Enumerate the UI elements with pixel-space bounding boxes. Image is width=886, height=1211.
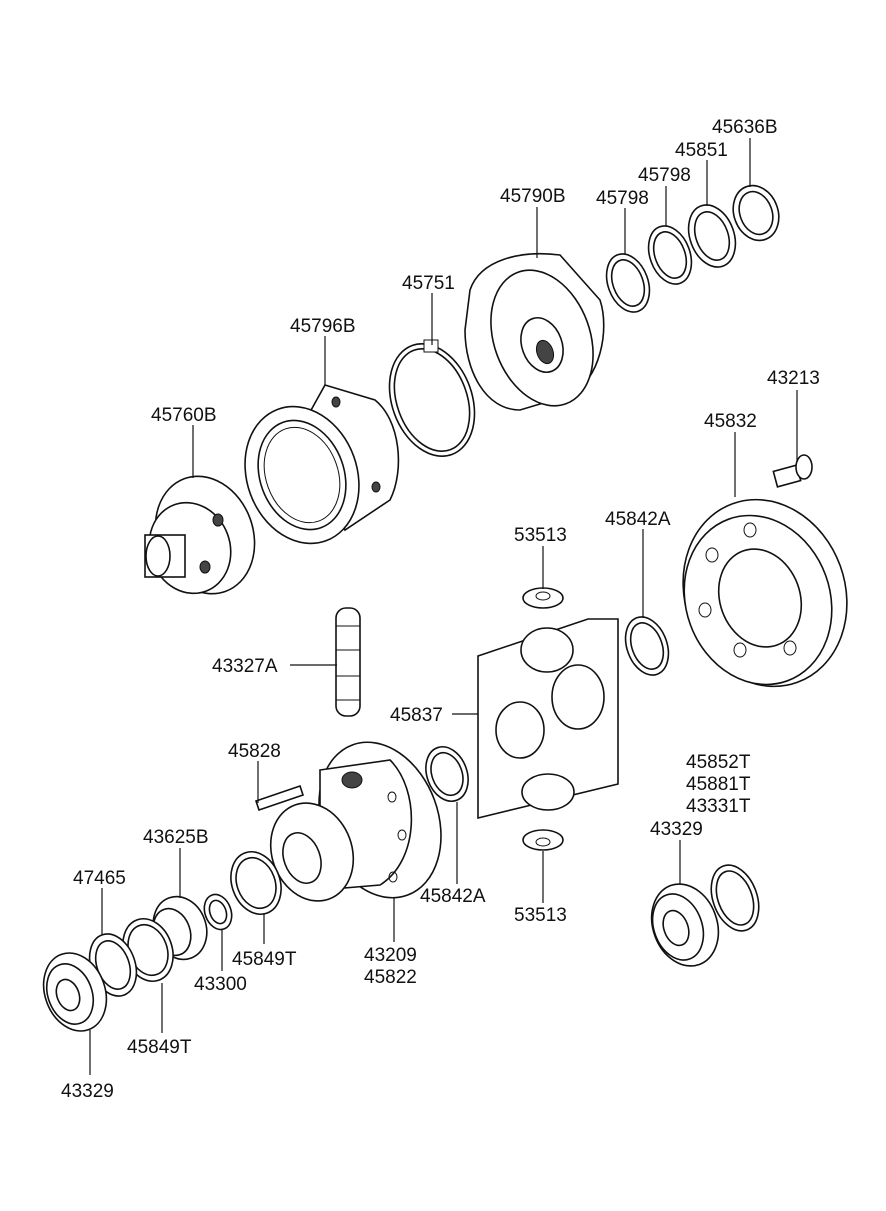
label-45837: 45837 (390, 705, 443, 726)
clutch-drum-45790B (464, 252, 605, 411)
label-53513-upper: 53513 (514, 525, 567, 546)
label-45881T: 45881T (686, 774, 751, 795)
shaft-45828 (254, 784, 305, 812)
ring-45636B (732, 184, 780, 242)
bearing-43329-right (650, 883, 720, 967)
bearing-43329-left (42, 952, 108, 1032)
label-45832: 45832 (704, 411, 757, 432)
seal-43300 (203, 893, 233, 931)
washer-53513-lower (522, 829, 564, 851)
ring-45798-upper (647, 225, 693, 285)
label-45760B: 45760B (151, 405, 217, 426)
label-45636B: 45636B (712, 117, 778, 138)
label-45798-upper: 45798 (638, 165, 691, 186)
final-gear-45832 (682, 498, 848, 688)
ring-45849T-right (230, 851, 282, 915)
label-45849T-left: 45849T (127, 1037, 192, 1058)
ring-45798-lower (605, 253, 651, 313)
label-45851: 45851 (675, 140, 728, 161)
label-43329-left: 43329 (61, 1081, 114, 1102)
washer-53513-upper (522, 587, 564, 609)
label-53513-lower: 53513 (514, 905, 567, 926)
snap-ring-45751 (388, 339, 476, 457)
label-43213: 43213 (767, 368, 820, 389)
ring-45852T (710, 864, 760, 932)
bolt-43213 (772, 454, 813, 488)
label-43625B: 43625B (143, 827, 209, 848)
label-45828: 45828 (228, 741, 281, 762)
washer-45842A-upper (624, 616, 670, 676)
label-45790B: 45790B (500, 186, 566, 207)
label-45751: 45751 (402, 273, 455, 294)
label-43329-right: 43329 (650, 819, 703, 840)
washer-45842A-lower (425, 746, 469, 802)
label-45822: 45822 (364, 967, 417, 988)
diff-gear-set-45837 (477, 618, 619, 820)
label-45798-lower: 45798 (596, 188, 649, 209)
label-43300: 43300 (194, 974, 247, 995)
label-43327A: 43327A (212, 656, 278, 677)
label-47465: 47465 (73, 868, 126, 889)
label-45842A-upper: 45842A (605, 509, 671, 530)
label-45796B: 45796B (290, 316, 356, 337)
ring-45851 (687, 204, 737, 268)
part-labels: 45636B 45851 45798 45798 45790B 45751 45… (61, 117, 820, 1102)
label-45842A-lower: 45842A (420, 886, 486, 907)
carrier-45760B (144, 475, 256, 595)
label-43331T: 43331T (686, 796, 751, 817)
label-45852T: 45852T (686, 752, 751, 773)
pin-43327A (335, 607, 361, 717)
ring-gear-45796B (244, 384, 400, 545)
label-43209: 43209 (364, 945, 417, 966)
label-45849T-right: 45849T (232, 949, 297, 970)
leader-lines (89, 138, 798, 1075)
